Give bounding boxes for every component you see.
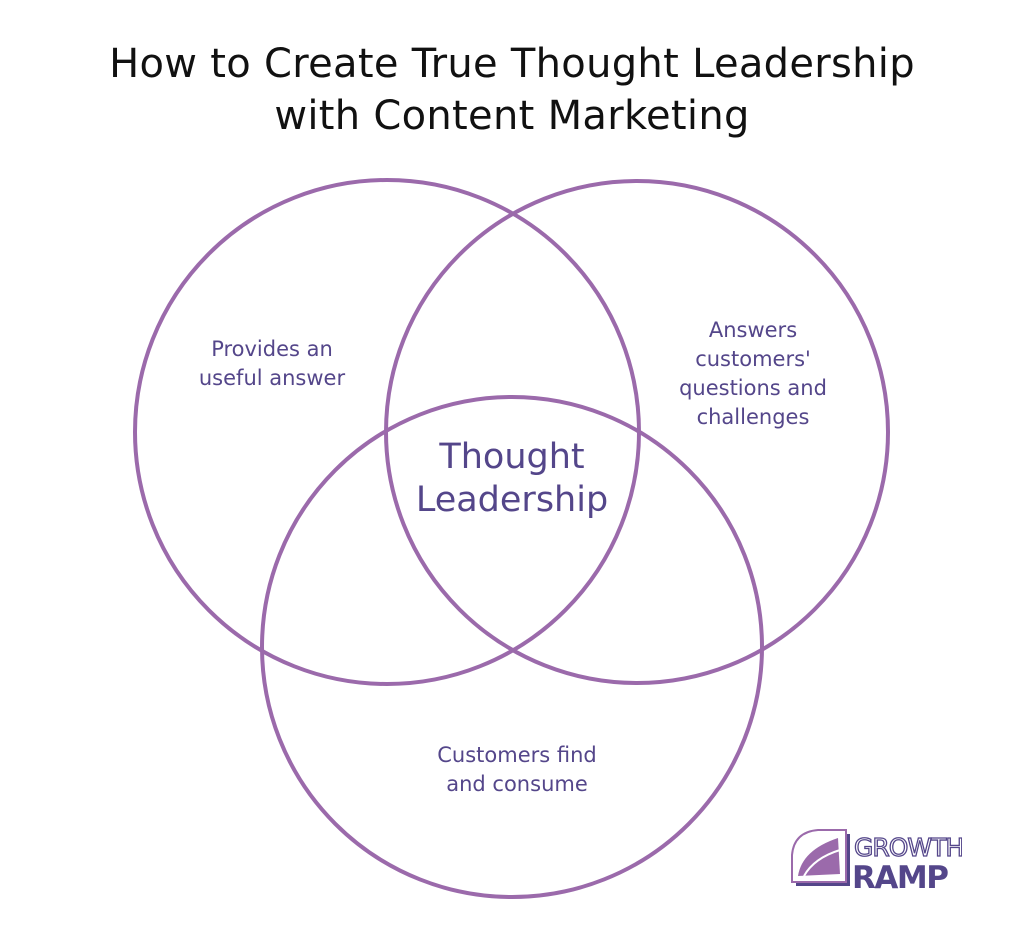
logo-line-2: RAMP bbox=[852, 860, 948, 892]
growthramp-mark-icon: GROWTH RAMP bbox=[791, 829, 965, 896]
circle-bottom bbox=[260, 395, 764, 899]
label-left-circle: Provides an useful answer bbox=[162, 335, 382, 393]
label-line: customers' bbox=[695, 347, 811, 371]
label-line: and consume bbox=[446, 772, 588, 796]
label-intersection: Thought Leadership bbox=[382, 436, 642, 522]
label-line: useful answer bbox=[198, 366, 346, 390]
logo-line-1: GROWTH bbox=[854, 833, 962, 862]
label-line: Customers find bbox=[437, 743, 597, 767]
label-right-circle: Answers customers' questions and challen… bbox=[643, 316, 863, 432]
title-line-1: How to Create True Thought Leadership bbox=[109, 41, 915, 87]
title-line-2: with Content Marketing bbox=[274, 93, 750, 139]
growthramp-logo: GROWTH RAMP bbox=[790, 828, 965, 896]
label-line: challenges bbox=[696, 405, 810, 429]
label-line: Answers bbox=[708, 318, 798, 342]
label-line: Thought bbox=[439, 437, 585, 477]
label-line: Leadership bbox=[415, 480, 609, 520]
label-line: questions and bbox=[679, 376, 827, 400]
label-line: Provides an bbox=[211, 337, 333, 361]
label-bottom-circle: Customers find and consume bbox=[402, 741, 632, 799]
page-title: How to Create True Thought Leadership wi… bbox=[0, 38, 1024, 142]
